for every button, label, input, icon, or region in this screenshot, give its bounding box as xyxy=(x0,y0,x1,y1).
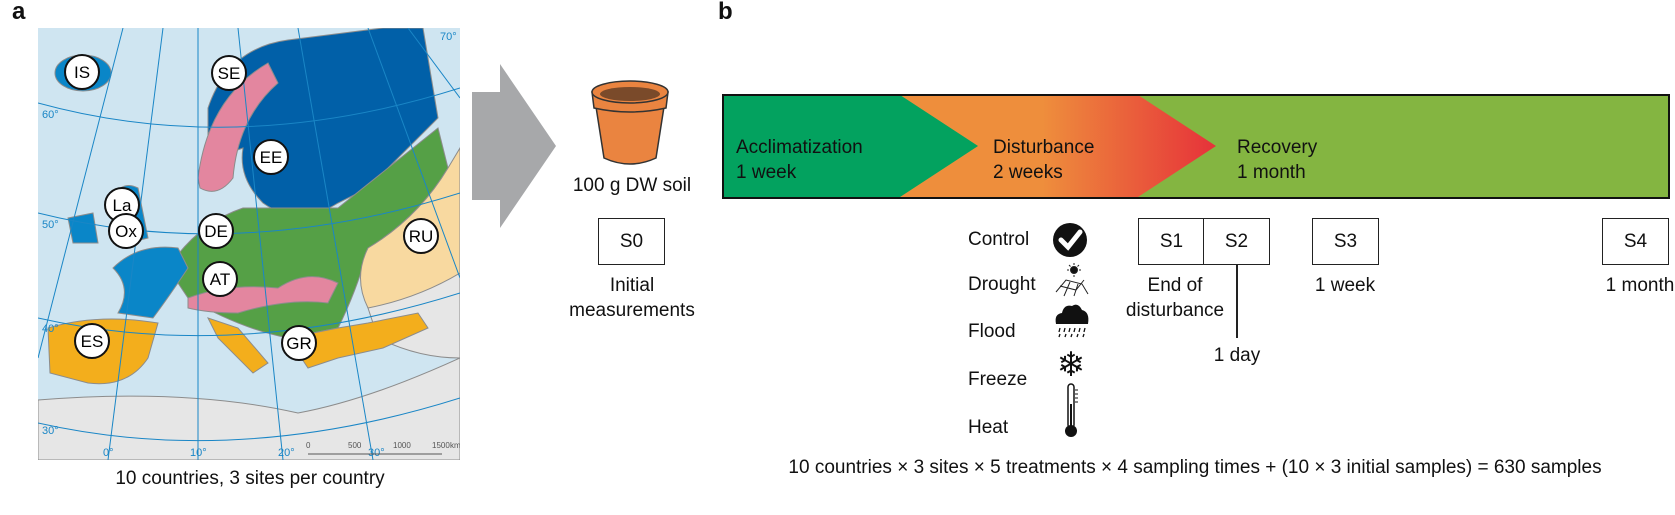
site-label: SE xyxy=(218,64,241,83)
site-marker-es: ES xyxy=(74,323,110,359)
outside-land xyxy=(38,357,460,460)
site-label: RU xyxy=(409,227,434,246)
s4-caption: 1 month xyxy=(1605,275,1675,296)
site-marker-ox: Ox xyxy=(108,213,144,249)
thermometer-icon xyxy=(1065,383,1078,437)
sample-box-s0: S0 xyxy=(598,218,665,265)
s0-caption-line2: measurements xyxy=(569,300,695,321)
panel-a-label: a xyxy=(12,0,26,25)
europe-map: 60° 50° 40° 30° 0° 10° 20° 30° 70° 0 500… xyxy=(38,28,460,460)
treatment-icons: ❄ xyxy=(1053,223,1089,437)
site-marker-ru: RU xyxy=(403,218,439,254)
snowflake-icon: ❄ xyxy=(1057,346,1086,384)
drought-sun-cracked-soil-icon xyxy=(1055,263,1089,297)
site-label: La xyxy=(113,196,132,215)
soil-label: 100 g DW soil xyxy=(572,175,692,196)
phase-acclimatization xyxy=(723,95,978,197)
phase-duration: 1 week xyxy=(736,162,797,183)
graticule-labels: 60° 50° 40° 30° 0° 10° 20° 30° 70° xyxy=(42,31,457,459)
lat-label: 30° xyxy=(42,425,59,437)
site-marker-gr: GR xyxy=(281,325,317,361)
sample-box-s1: S1 xyxy=(1138,218,1205,265)
phase-duration: 2 weeks xyxy=(993,162,1063,183)
lat-label: 70° xyxy=(440,31,457,43)
lat-label: 60° xyxy=(42,109,59,121)
phase-duration: 1 month xyxy=(1237,162,1306,183)
panel-b-label: b xyxy=(718,0,733,25)
site-label: GR xyxy=(286,334,312,353)
treatment-freeze: Freeze xyxy=(968,369,1028,390)
svg-text:km: km xyxy=(450,441,460,450)
phase-disturbance xyxy=(900,95,1216,197)
alpine-region xyxy=(187,276,339,314)
phase-name: Recovery xyxy=(1237,137,1318,158)
sample-count-summary: 10 countries × 3 sites × 5 treatments × … xyxy=(788,457,1602,478)
treatment-control: Control xyxy=(968,229,1030,250)
s2-leader-line xyxy=(1236,265,1238,338)
site-label: IS xyxy=(74,63,90,82)
site-label: ES xyxy=(81,332,104,351)
lon-label: 30° xyxy=(368,447,385,459)
site-marker-ee: EE xyxy=(253,139,289,175)
site-label: DE xyxy=(204,222,228,241)
treatment-heat: Heat xyxy=(968,417,1009,438)
treatment-drought: Drought xyxy=(968,274,1036,295)
lon-label: 20° xyxy=(278,447,295,459)
map-caption: 10 countries, 3 sites per country xyxy=(115,468,385,489)
site-label: AT xyxy=(210,270,230,289)
rain-cloud-icon xyxy=(1055,304,1089,338)
balkan-anatolia-mediterranean xyxy=(287,312,429,369)
s1-caption-line2: disturbance xyxy=(1125,300,1225,321)
check-circle-icon xyxy=(1053,223,1087,257)
svg-text:0: 0 xyxy=(306,441,311,450)
soil-pot-icon xyxy=(591,80,669,165)
site-marker-at: AT xyxy=(202,261,238,297)
lon-label: 0° xyxy=(103,447,114,459)
phase-name: Disturbance xyxy=(993,137,1095,158)
s1-caption-line1: End of xyxy=(1147,275,1203,296)
site-marker-se: SE xyxy=(211,55,247,91)
svg-text:1500: 1500 xyxy=(432,441,450,450)
site-marker-la: La xyxy=(104,187,140,223)
s3-caption: 1 week xyxy=(1314,275,1376,296)
site-marker-de: DE xyxy=(198,213,234,249)
site-label: Ox xyxy=(115,222,137,241)
lat-label: 50° xyxy=(42,219,59,231)
lat-label: 40° xyxy=(42,323,59,335)
s2-caption: 1 day xyxy=(1213,345,1261,366)
site-label: EE xyxy=(260,148,283,167)
svg-text:1000: 1000 xyxy=(393,441,411,450)
lon-label: 10° xyxy=(190,447,207,459)
italy-mediterranean xyxy=(207,317,269,374)
phase-name: Acclimatization xyxy=(736,137,863,158)
ireland xyxy=(67,212,99,244)
svg-text:❄: ❄ xyxy=(1057,346,1086,384)
sample-box-s2: S2 xyxy=(1203,218,1270,265)
flow-arrow xyxy=(472,64,556,228)
svg-text:500: 500 xyxy=(348,441,362,450)
treatment-flood: Flood xyxy=(968,321,1016,342)
timeline-bar xyxy=(722,94,1670,199)
sample-box-s3: S3 xyxy=(1312,218,1379,265)
site-marker-is: IS xyxy=(64,54,100,90)
s0-caption-line1: Initial xyxy=(609,275,655,296)
sample-box-s4: S4 xyxy=(1602,218,1669,265)
scale-bar: 0 500 1000 1500 km xyxy=(306,441,460,455)
